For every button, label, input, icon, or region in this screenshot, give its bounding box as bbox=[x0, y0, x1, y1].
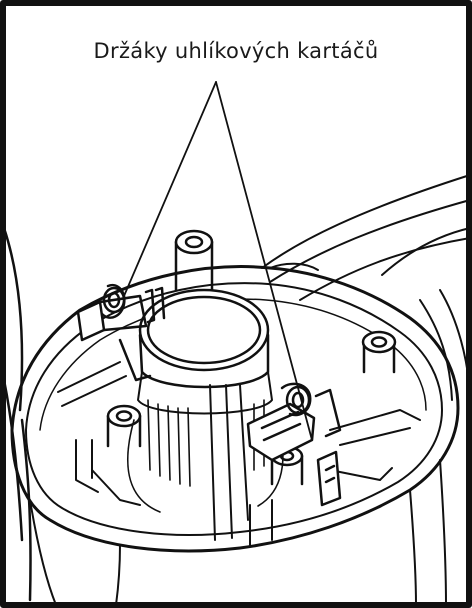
callout-label: Držáky uhlíkových kartáčů bbox=[93, 39, 379, 63]
screw-boss-left bbox=[106, 404, 142, 448]
screw-boss-right bbox=[361, 330, 397, 374]
commutator bbox=[137, 288, 273, 415]
internal-ribs bbox=[57, 361, 421, 546]
housing-rim-lip bbox=[39, 298, 427, 431]
right-brush-holder bbox=[246, 382, 342, 507]
left-body bbox=[2, 226, 32, 602]
callout-leaders bbox=[123, 81, 313, 441]
commutator-segments bbox=[127, 399, 284, 513]
screw-boss-top bbox=[174, 229, 214, 292]
leader-line-right bbox=[215, 81, 313, 441]
housing-rim-inner bbox=[25, 282, 443, 536]
left-brush-holder bbox=[76, 283, 166, 382]
front-wall bbox=[29, 459, 447, 606]
leader-line-left bbox=[123, 81, 217, 297]
